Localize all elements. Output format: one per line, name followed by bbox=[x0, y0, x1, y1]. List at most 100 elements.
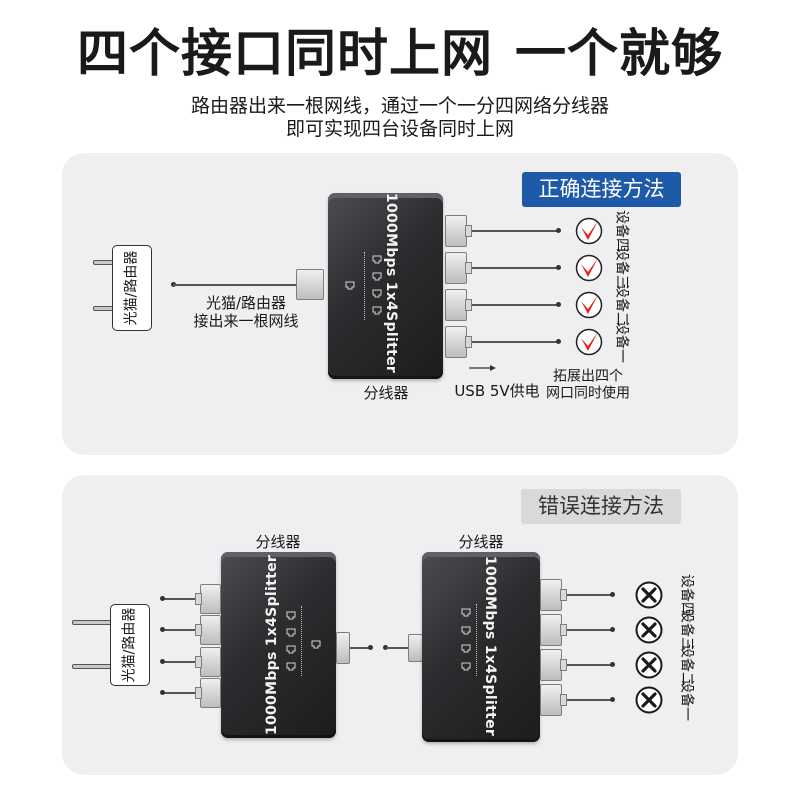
power-plug-icon bbox=[110, 604, 150, 686]
check-icon bbox=[575, 254, 603, 282]
ethernet-port-icon bbox=[311, 640, 321, 649]
device-cable bbox=[472, 304, 558, 306]
cable-dot bbox=[556, 302, 561, 307]
cable-dot bbox=[610, 627, 615, 632]
cable-dot bbox=[160, 627, 165, 632]
left-cable bbox=[163, 629, 195, 631]
device-label-4: 设备四 bbox=[613, 210, 630, 252]
device-cable bbox=[567, 699, 612, 701]
cable-dot bbox=[160, 690, 165, 695]
left-port-1 bbox=[195, 678, 221, 708]
right-port-1 bbox=[540, 684, 567, 716]
ethernet-port-icon bbox=[461, 608, 471, 617]
splitter-model-text: 1000Mbps 1x4Splitter bbox=[482, 555, 498, 737]
cable-dot bbox=[160, 596, 165, 601]
left-cable bbox=[163, 692, 195, 694]
right-port-4 bbox=[540, 579, 567, 611]
right-splitter-input-connector bbox=[408, 634, 423, 662]
subtitle-line-1: 路由器出来一根网线，通过一个一分四网络分线器 bbox=[190, 95, 609, 117]
cable-dot bbox=[368, 645, 373, 650]
arrow-right-icon bbox=[469, 365, 496, 371]
ethernet-port-icon bbox=[461, 626, 471, 635]
cross-icon bbox=[635, 581, 663, 609]
device-cable bbox=[567, 629, 612, 631]
ethernet-port-icon bbox=[372, 272, 382, 281]
cross-icon bbox=[635, 651, 663, 679]
left-port-4 bbox=[195, 584, 221, 614]
right-port-3 bbox=[540, 614, 567, 646]
check-icon bbox=[575, 217, 603, 245]
title-part-1: 四个接口同时上网 bbox=[76, 25, 493, 84]
cable-dot bbox=[556, 265, 561, 270]
input-cable bbox=[173, 284, 297, 286]
cable-dot bbox=[610, 592, 615, 597]
plug-prong-bottom bbox=[72, 664, 112, 669]
left-cable bbox=[163, 598, 195, 600]
cable-dot bbox=[160, 659, 165, 664]
splitter-divider bbox=[476, 604, 477, 676]
cable-dot bbox=[556, 228, 561, 233]
output-port-4 bbox=[445, 215, 472, 247]
link-cable bbox=[350, 647, 370, 649]
cross-icon bbox=[635, 616, 663, 644]
splitter-divider bbox=[301, 606, 302, 676]
title-part-2: 一个就够 bbox=[515, 25, 724, 84]
page-title: 四个接口同时上网一个就够 bbox=[0, 22, 800, 88]
left-cable bbox=[163, 661, 195, 663]
right-port-2 bbox=[540, 649, 567, 681]
cable-note-line-1: 光猫/路由器 bbox=[205, 294, 287, 312]
ethernet-port-icon bbox=[372, 289, 382, 298]
left-port-3 bbox=[195, 615, 221, 645]
output-port-3 bbox=[445, 252, 472, 284]
device-label-1: 设备一 bbox=[678, 679, 695, 721]
cable-dot bbox=[610, 697, 615, 702]
splitter-caption-right: 分线器 bbox=[458, 533, 504, 551]
device-cable bbox=[567, 664, 612, 666]
plug-label: 光猫/路由器 bbox=[123, 250, 140, 326]
power-label: USB 5V供电 bbox=[454, 382, 540, 400]
cable-note-line-2: 接出来一根网线 bbox=[193, 312, 299, 330]
device-cable bbox=[472, 230, 558, 232]
splitter-caption: 分线器 bbox=[363, 384, 409, 402]
ethernet-port-icon bbox=[286, 662, 296, 671]
subtitle-line-2: 即可实现四台设备同时上网 bbox=[285, 118, 514, 140]
splitter-device-left bbox=[221, 552, 336, 738]
input-connector bbox=[296, 269, 324, 300]
plug-prong-bottom bbox=[93, 306, 114, 311]
plug-label: 光猫/路由器 bbox=[121, 607, 138, 683]
device-cable bbox=[567, 594, 612, 596]
expand-note-line-1: 拓展出四个 bbox=[553, 368, 623, 385]
ethernet-port-icon bbox=[286, 645, 296, 654]
power-plug-icon bbox=[112, 245, 152, 331]
splitter-device-right bbox=[422, 552, 540, 742]
cable-dot bbox=[556, 339, 561, 344]
check-icon bbox=[575, 291, 603, 319]
device-label-2: 设备二 bbox=[613, 284, 630, 326]
wrong-panel bbox=[62, 475, 738, 775]
cable-dot bbox=[610, 662, 615, 667]
output-port-1 bbox=[445, 326, 472, 358]
splitter-model-text: 1000Mbps 1x4Splitter bbox=[383, 192, 399, 374]
left-port-2 bbox=[195, 647, 221, 677]
cable-dot bbox=[383, 645, 388, 650]
ethernet-port-icon bbox=[345, 281, 355, 290]
ethernet-port-icon bbox=[286, 611, 296, 620]
output-port-2 bbox=[445, 289, 472, 321]
device-label-1: 设备一 bbox=[613, 321, 630, 363]
ethernet-port-icon bbox=[461, 644, 471, 653]
splitter-caption-left: 分线器 bbox=[255, 533, 301, 551]
splitter-model-text: 1000Mbps 1x4Splitter bbox=[264, 554, 280, 736]
correct-method-label: 正确连接方法 bbox=[522, 172, 681, 207]
device-cable bbox=[472, 267, 558, 269]
wrong-method-label: 错误连接方法 bbox=[521, 489, 681, 524]
ethernet-port-icon bbox=[286, 628, 296, 637]
device-cable bbox=[472, 341, 558, 343]
expand-note-line-2: 网口同时使用 bbox=[546, 385, 630, 402]
ethernet-port-icon bbox=[372, 255, 382, 264]
cross-icon bbox=[635, 686, 663, 714]
splitter-divider bbox=[364, 252, 365, 320]
check-icon bbox=[575, 328, 603, 356]
ethernet-port-icon bbox=[372, 306, 382, 315]
link-cable bbox=[386, 647, 408, 649]
